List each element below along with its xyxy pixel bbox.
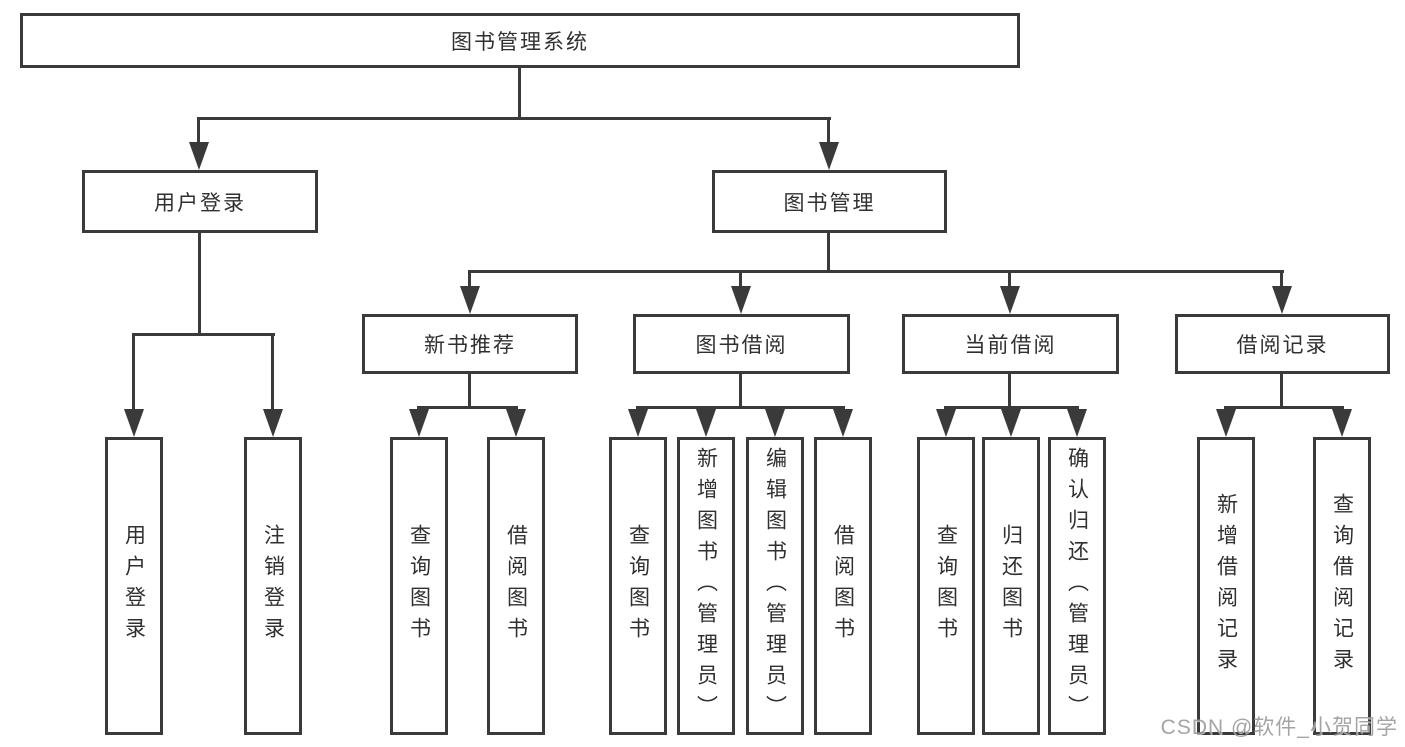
node-library-management-system: 图书管理系统 xyxy=(20,13,1020,68)
node-label: 归还图书 xyxy=(999,524,1023,648)
connector-line xyxy=(827,117,830,145)
arrow-down-icon xyxy=(819,142,839,170)
node-label: 查询图书 xyxy=(407,524,431,648)
connector-line xyxy=(1280,374,1283,409)
node-label: 图书管理系统 xyxy=(451,30,589,54)
node-label: 查询借阅记录 xyxy=(1330,493,1354,679)
node-label: 借阅记录 xyxy=(1236,334,1329,357)
arrow-down-icon xyxy=(731,286,751,314)
leaf-confirm-return-admin: 确认归还（管理员） xyxy=(1048,437,1106,735)
connector-line xyxy=(1008,270,1011,288)
node-label: 图书管理 xyxy=(783,191,876,215)
node-label: 确认归还（管理员） xyxy=(1065,446,1089,726)
leaf-return-books: 归还图书 xyxy=(982,437,1040,735)
arrow-down-icon xyxy=(1272,286,1292,314)
connector-line xyxy=(739,374,742,409)
node-label: 借阅图书 xyxy=(831,524,855,648)
arrow-down-icon xyxy=(1216,409,1236,437)
leaf-logout: 注销登录 xyxy=(244,437,302,735)
arrow-down-icon xyxy=(936,409,956,437)
arrow-down-icon xyxy=(409,409,429,437)
node-label: 编辑图书（管理员） xyxy=(763,446,787,726)
arrow-down-icon xyxy=(506,409,526,437)
node-label: 注销登录 xyxy=(261,524,285,648)
node-label: 用户登录 xyxy=(122,524,146,648)
connector-line xyxy=(518,68,521,120)
node-label: 用户登录 xyxy=(154,191,246,215)
connector-line xyxy=(417,406,518,409)
node-label: 图书借阅 xyxy=(695,334,788,357)
arrow-down-icon xyxy=(765,409,785,437)
connector-line xyxy=(132,333,275,336)
connector-line xyxy=(197,117,200,145)
node-book-borrowing: 图书借阅 xyxy=(633,314,850,374)
connector-line xyxy=(468,270,1284,273)
connector-line xyxy=(197,117,831,120)
node-label: 当前借阅 xyxy=(964,334,1057,357)
arrow-down-icon xyxy=(696,409,716,437)
connector-line xyxy=(1280,270,1283,288)
connector-line xyxy=(1224,406,1344,409)
connector-line xyxy=(827,233,830,273)
arrow-down-icon xyxy=(1000,286,1020,314)
arrow-down-icon xyxy=(833,409,853,437)
node-new-book-recommendation: 新书推荐 xyxy=(362,314,578,374)
leaf-query-borrow-record: 查询借阅记录 xyxy=(1313,437,1371,735)
connector-line xyxy=(1008,374,1011,409)
leaf-add-borrow-record: 新增借阅记录 xyxy=(1197,437,1255,735)
leaf-query-books-borrow: 查询图书 xyxy=(609,437,667,735)
leaf-borrow-books: 借阅图书 xyxy=(814,437,872,735)
arrow-down-icon xyxy=(1067,409,1087,437)
connector-line xyxy=(468,270,471,288)
arrow-down-icon xyxy=(1001,409,1021,437)
node-label: 借阅图书 xyxy=(504,524,528,648)
arrow-down-icon xyxy=(1332,409,1352,437)
node-borrowing-records: 借阅记录 xyxy=(1175,314,1390,374)
connector-line xyxy=(198,233,201,336)
leaf-add-books-admin: 新增图书（管理员） xyxy=(677,437,735,735)
arrow-down-icon xyxy=(628,409,648,437)
connector-line xyxy=(739,270,742,288)
leaf-user-login: 用户登录 xyxy=(105,437,163,735)
connector-line xyxy=(636,406,845,409)
arrow-down-icon xyxy=(460,286,480,314)
node-label: 查询图书 xyxy=(626,524,650,648)
connector-line xyxy=(271,333,274,411)
node-label: 新增图书（管理员） xyxy=(694,446,718,726)
node-user-login: 用户登录 xyxy=(82,170,318,233)
arrow-down-icon xyxy=(124,409,144,437)
node-label: 新书推荐 xyxy=(424,334,516,357)
leaf-query-books-recommend: 查询图书 xyxy=(390,437,448,735)
leaf-query-books-current: 查询图书 xyxy=(917,437,975,735)
connector-line xyxy=(132,333,135,411)
connector-line xyxy=(468,374,471,409)
leaf-edit-books-admin: 编辑图书（管理员） xyxy=(746,437,804,735)
node-label: 新增借阅记录 xyxy=(1214,493,1238,679)
node-book-management: 图书管理 xyxy=(712,170,947,233)
node-label: 查询图书 xyxy=(934,524,958,648)
arrow-down-icon xyxy=(189,142,209,170)
leaf-borrow-books-recommend: 借阅图书 xyxy=(487,437,545,735)
node-current-borrowing: 当前借阅 xyxy=(902,314,1119,374)
arrow-down-icon xyxy=(263,409,283,437)
